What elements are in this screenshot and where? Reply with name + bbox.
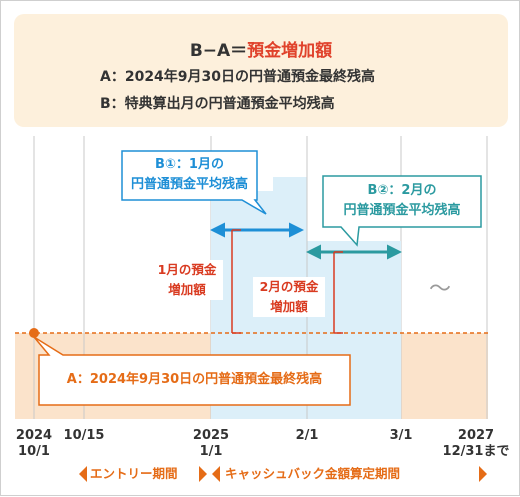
feb-increase-label: 2月の預金 増加額	[253, 277, 325, 317]
entry-period-label: エントリー期間	[90, 466, 178, 481]
jan-bar-peak	[273, 177, 307, 267]
formula-highlight: 預金増加額	[247, 41, 333, 61]
b1-line1: B①：1月の	[155, 157, 224, 172]
tick-3-1: 3/1	[389, 428, 413, 443]
cashback-period-arrow-start	[212, 466, 220, 482]
tick-2024-10-1: 2024 10/1	[15, 428, 53, 459]
cashback-period-label: キャッシュバック金額算定期間	[225, 466, 401, 481]
tick-10-15: 10/15	[63, 428, 105, 443]
b2-line2: 円普通預金平均残高	[343, 203, 461, 218]
b1-callout-text: B①：1月の 円普通預金平均残高	[122, 155, 257, 195]
tick-2025-1-1: 2025 1/1	[192, 428, 230, 459]
definition-a: A：2024年9月30日の円普通預金最終残高	[100, 69, 376, 85]
b2-callout-box	[322, 175, 482, 247]
jan-increase-bracket	[231, 229, 241, 334]
definition-b: B：特典算出月の円普通預金平均残高	[100, 96, 335, 112]
baseline-start-dot	[29, 328, 39, 338]
a-callout-text: A：2024年9月30日の円普通預金最終残高	[66, 372, 323, 387]
formula-box: B−A＝預金増加額 A：2024年9月30日の円普通預金最終残高 B：特典算出月…	[14, 14, 508, 127]
jan-increase-label: 1月の預金 増加額	[151, 260, 223, 300]
formula-prefix: B−A＝	[189, 41, 248, 61]
b2-callout-text: B②：2月の 円普通預金平均残高	[323, 181, 481, 221]
cashback-period-arrow-end	[479, 466, 487, 482]
continuation-mark: 〜	[429, 277, 452, 302]
tick-2027-12-31: 2027 12/31まで	[442, 428, 510, 459]
tick-2-1: 2/1	[295, 428, 319, 443]
feb-increase-bracket	[333, 251, 343, 334]
feb-increase-line2: 増加額	[270, 299, 308, 314]
b2-line1: B②：2月の	[367, 183, 437, 198]
feb-increase-line1: 2月の預金	[259, 279, 319, 294]
a-callout-box	[33, 336, 351, 406]
entry-period-arrow	[79, 466, 87, 482]
jan-increase-line2: 増加額	[168, 282, 206, 297]
b1-line2: 円普通預金平均残高	[130, 177, 248, 192]
entry-period-arrow-end	[199, 466, 207, 482]
jan-increase-line1: 1月の預金	[157, 262, 217, 277]
b1-callout-box	[121, 150, 267, 215]
formula-title: B−A＝預金増加額	[14, 36, 508, 61]
